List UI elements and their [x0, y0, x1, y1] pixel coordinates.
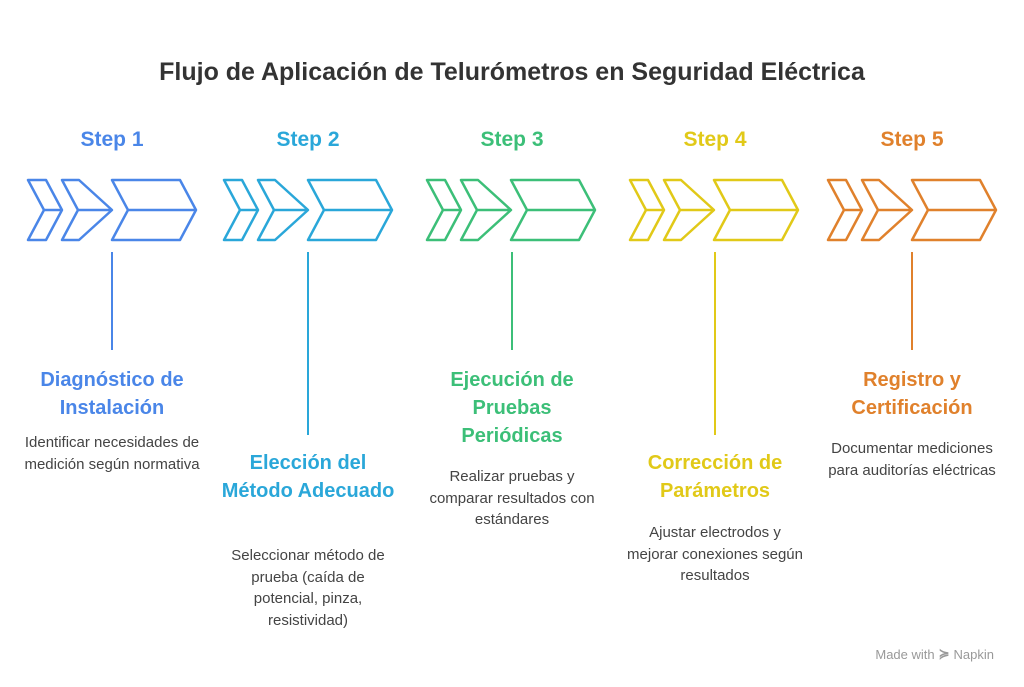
step-heading: Elección del Método Adecuado: [221, 452, 395, 502]
watermark-prefix: Made with: [875, 646, 935, 662]
step-description: Identificar necesidades de medición segú…: [24, 434, 200, 473]
napkin-logo-icon: ≽: [938, 646, 950, 661]
step-heading: Corrección de Parámetros: [647, 452, 783, 502]
connector-line: [714, 252, 716, 435]
chevron-arrows-icon: [222, 178, 394, 242]
step-description: Ajustar electrodos y mejorar conexiones …: [627, 524, 803, 584]
step-heading: Ejecución de Pruebas Periódicas: [450, 369, 574, 447]
chevron-arrows-icon: [26, 178, 198, 242]
watermark-brand: Napkin: [953, 646, 994, 662]
connector-line: [111, 252, 113, 350]
diagram-title: Flujo de Aplicación de Telurómetros en S…: [159, 58, 865, 86]
step-label: Step 1: [80, 128, 144, 151]
step-description: Seleccionar método de prueba (caída de p…: [231, 547, 385, 629]
connector-line: [911, 252, 913, 350]
connector-line: [307, 252, 309, 435]
step-label: Step 4: [683, 128, 747, 151]
step-description: Realizar pruebas y comparar resultados c…: [429, 468, 595, 528]
step-heading: Diagnóstico de Instalación: [40, 369, 184, 419]
chevron-arrows-icon: [425, 178, 597, 242]
chevron-arrows-icon: [826, 178, 998, 242]
step-label: Step 5: [880, 128, 944, 151]
step-label: Step 3: [480, 128, 544, 151]
watermark: Made with ≽ Napkin: [875, 646, 994, 662]
step-label: Step 2: [276, 128, 340, 151]
step-heading: Registro y Certificación: [851, 369, 973, 419]
connector-line: [511, 252, 513, 350]
step-description: Documentar mediciones para auditorías el…: [828, 440, 996, 479]
chevron-arrows-icon: [628, 178, 800, 242]
